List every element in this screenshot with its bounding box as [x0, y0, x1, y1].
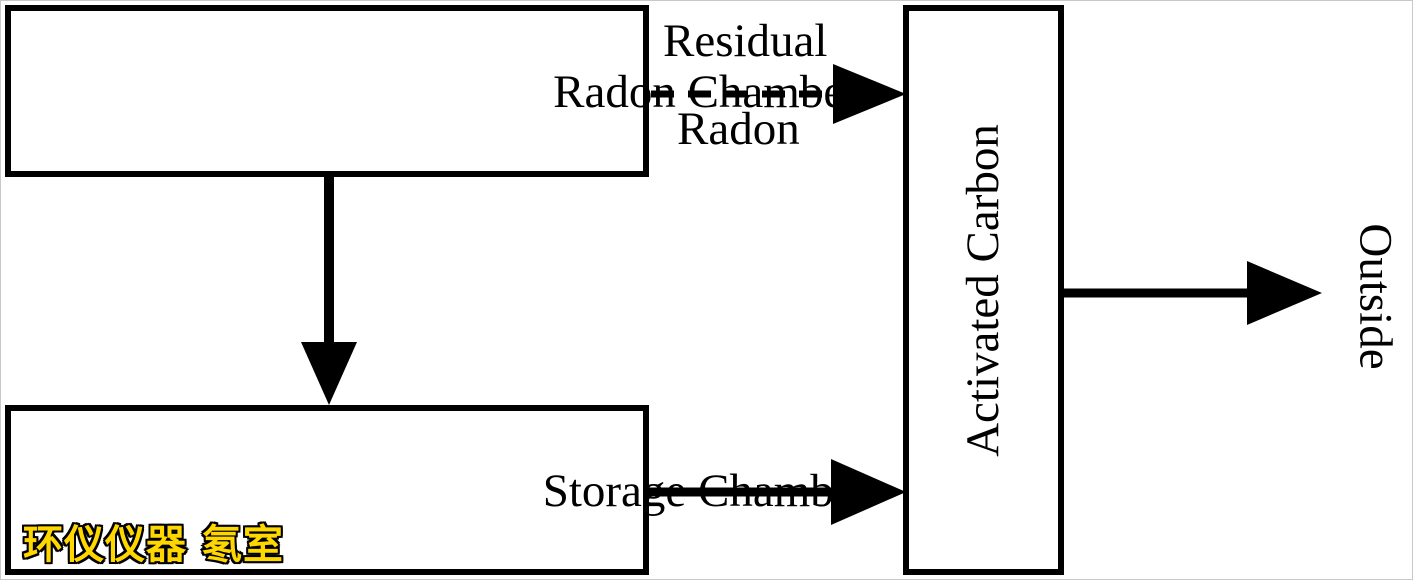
radon-flow-label: Radon [677, 103, 800, 155]
radon-to-storage-connector [301, 173, 357, 405]
storage-chamber-box [5, 405, 649, 575]
radon-chamber-label: Radon Chamber [553, 66, 860, 118]
activated-carbon-box [903, 5, 1064, 575]
residual-flow-label: Residual [663, 15, 828, 67]
radon-to-storage-arrowhead [301, 342, 357, 405]
activated-carbon-label-wrapper: Activated Carbon [903, 5, 1064, 575]
storage-chamber-label: Storage Chamber [542, 465, 871, 517]
activated-carbon-label: Activated Carbon [957, 123, 1009, 457]
outside-label-wrapper: Outside [1336, 191, 1412, 401]
watermark-text: 环仪仪器 氡室 [22, 522, 285, 568]
carbon-to-outside-arrowhead [1247, 261, 1322, 325]
carbon-to-outside-connector [1061, 261, 1322, 325]
outside-label: Outside [1349, 222, 1402, 370]
watermark-outline: 环仪仪器 氡室 [22, 522, 285, 568]
